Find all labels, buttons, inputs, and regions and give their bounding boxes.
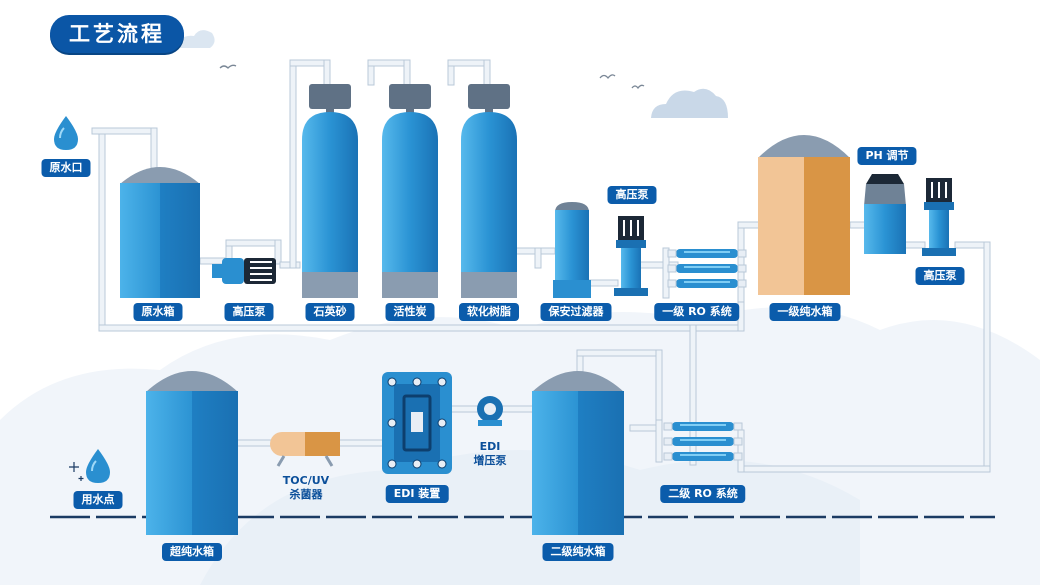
water-drop-icon [86,449,110,483]
label-ultrapure-tank: 超纯水箱 [162,543,222,561]
sparkle-icon [69,462,84,481]
label-activated-carbon: 活性炭 [385,303,435,321]
pipes-bottom [235,349,663,463]
label-high-pressure-pump-2: 高压泵 [607,186,657,204]
page-title: 工艺流程 [50,15,184,53]
label-ph-adjust: PH 调节 [857,147,917,165]
activated-carbon-vessel [382,84,438,298]
bird-icon [219,64,645,90]
label-toc-uv-line1: TOC/UV [282,474,330,487]
quartz-sand-vessel [302,84,358,298]
label-security-filter: 保安过滤器 [540,303,612,321]
label-edi-device: EDI 装置 [385,485,449,503]
label-ro-stage-2: 二级 RO 系统 [660,485,746,503]
ultrapure-water-tank [146,371,238,535]
toc-uv-sterilizer [270,432,340,467]
label-raw-water-tank: 原水箱 [133,303,183,321]
ro-stage-2-membranes [663,422,743,461]
edi-booster-pump [477,396,503,426]
label-high-pressure-pump-3: 高压泵 [915,267,965,285]
ro-stage-1-membranes [667,249,747,288]
label-pure-water-tank-1: 一级纯水箱 [769,303,841,321]
raw-water-tank [120,167,200,298]
ph-adjust-unit [864,174,906,254]
cloud-icon [651,88,728,118]
high-pressure-pump-1 [212,258,276,284]
security-filter [553,202,591,298]
label-softening-resin: 软化树脂 [459,303,519,321]
pipes-top [91,59,991,473]
label-high-pressure-pump-1: 高压泵 [224,303,274,321]
label-edi-pump-line2: 增压泵 [473,454,507,467]
label-pure-water-tank-2: 二级纯水箱 [542,543,614,561]
cloud-icon [176,30,215,48]
label-ro-stage-1: 一级 RO 系统 [654,303,740,321]
softening-resin-vessel [461,84,517,298]
label-use-point: 用水点 [73,491,123,509]
label-edi-pump-line1: EDI [479,440,501,453]
high-pressure-pump-3 [922,178,956,256]
pure-water-tank-1 [758,135,850,295]
label-quartz-sand: 石英砂 [305,303,355,321]
pure-water-tank-2 [532,371,624,535]
high-pressure-pump-2 [614,216,648,296]
water-drop-icon [54,116,78,150]
label-raw-water-inlet: 原水口 [41,159,91,177]
edi-device [382,372,452,474]
label-toc-uv-line2: 杀菌器 [289,488,323,501]
